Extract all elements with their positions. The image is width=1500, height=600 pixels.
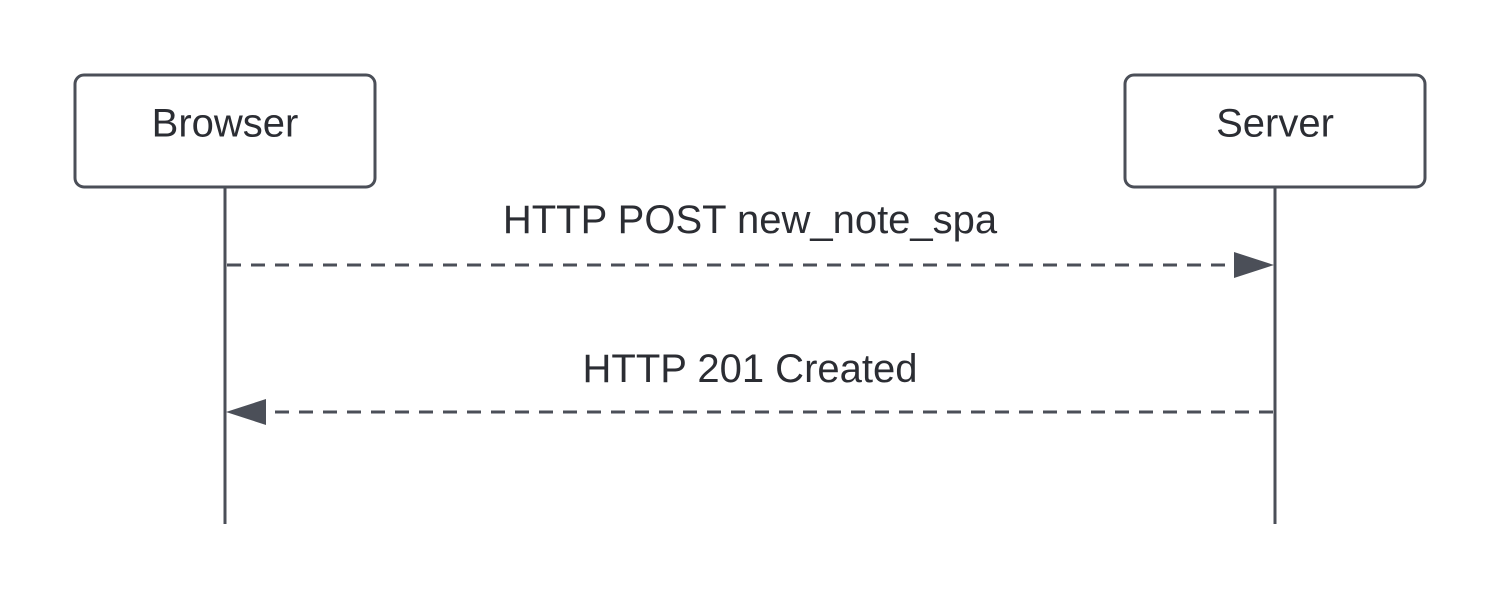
participant-server-label: Server bbox=[1216, 102, 1334, 146]
message-post-new-note: HTTP POST new_note_spa bbox=[227, 198, 1274, 278]
message-post-new-note-label: HTTP POST new_note_spa bbox=[503, 198, 998, 242]
participant-browser-box bbox=[73, 73, 377, 189]
arrowhead-right-icon bbox=[1234, 252, 1274, 278]
participant-browser: Browser bbox=[73, 73, 377, 189]
participant-server: Server bbox=[1123, 73, 1427, 189]
participant-browser-label: Browser bbox=[152, 102, 299, 146]
message-201-created: HTTP 201 Created bbox=[226, 347, 1273, 425]
arrowhead-left-icon bbox=[226, 399, 266, 425]
message-201-created-label: HTTP 201 Created bbox=[583, 347, 918, 391]
participant-server-box bbox=[1123, 73, 1427, 189]
